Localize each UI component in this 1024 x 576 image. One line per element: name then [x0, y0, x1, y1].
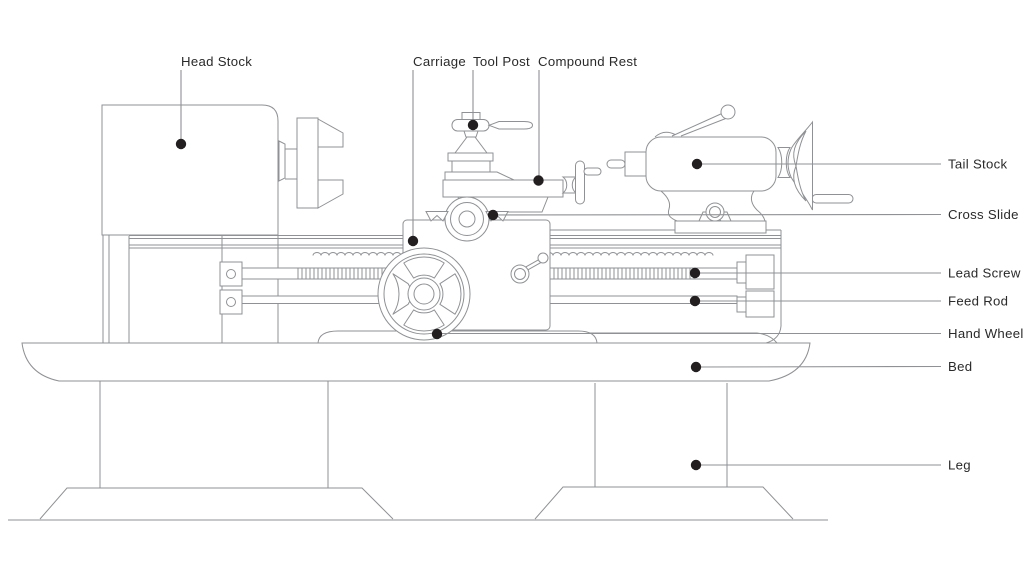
- label-tool-post: Tool Post: [473, 54, 530, 69]
- tail-stock: [606, 104, 854, 234]
- label-head-stock: Head Stock: [181, 54, 252, 69]
- chuck-plate: [296, 117, 319, 209]
- chuck-jaw-top: [317, 118, 344, 148]
- compound-rest: [442, 112, 602, 205]
- clutch-lever: [510, 252, 549, 284]
- tool-post-base: [444, 171, 515, 181]
- tailstock-handle: [811, 194, 854, 204]
- dot-compound-rest: [533, 175, 544, 186]
- dot-carriage: [407, 235, 419, 247]
- dot-head-stock: [175, 138, 187, 150]
- dot-leg: [690, 459, 702, 471]
- head-stock: [101, 104, 344, 236]
- dead-center: [606, 159, 626, 169]
- label-bed: Bed: [948, 359, 972, 374]
- base-right: [750, 190, 766, 222]
- cross-feed-crank: [561, 160, 602, 205]
- label-hand-wheel: Hand Wheel: [948, 326, 1024, 341]
- chuck-jaw-bottom: [317, 179, 344, 209]
- tailstock-hand-wheel: [777, 120, 854, 211]
- dot-lead-screw: [689, 267, 701, 279]
- dot-tail-stock: [691, 158, 703, 170]
- leader-cross-slide: [492, 213, 942, 216]
- lathe-drawing: [8, 104, 854, 521]
- tool-post-handle: [487, 121, 534, 130]
- dot-bed: [690, 361, 702, 373]
- label-lead-screw: Lead Screw: [948, 266, 1021, 281]
- label-cross-slide: Cross Slide: [948, 207, 1019, 222]
- dot-cross-slide: [487, 209, 499, 221]
- leader-bed: [695, 365, 942, 368]
- rod-brackets: [219, 261, 243, 315]
- dot-tool-post: [467, 119, 479, 131]
- bearing-blocks: [736, 254, 775, 318]
- dot-feed-rod: [689, 295, 701, 307]
- hand-wheel: [377, 247, 471, 341]
- legs: [8, 381, 828, 521]
- base-slab: [674, 220, 767, 234]
- callouts: Head Stock Carriage Tool Post Compound R…: [175, 54, 1024, 473]
- quill: [624, 151, 647, 177]
- spindle-boss: [278, 140, 286, 182]
- tailstock-lever-ball: [720, 104, 736, 120]
- label-feed-rod: Feed Rod: [948, 294, 1008, 309]
- apron-skirt: [317, 330, 598, 344]
- label-compound-rest: Compound Rest: [538, 54, 637, 69]
- compound-slab: [442, 179, 564, 198]
- cross-slide: [425, 196, 549, 242]
- foot-right: [534, 486, 794, 520]
- bed: [21, 342, 811, 382]
- clamp-left: [425, 211, 449, 222]
- tool-post: [451, 112, 534, 154]
- label-leg: Leg: [948, 458, 971, 473]
- foot-left: [39, 487, 394, 520]
- dot-hand-wheel: [431, 328, 443, 340]
- label-tail-stock: Tail Stock: [948, 157, 1008, 172]
- label-carriage: Carriage: [413, 54, 466, 69]
- base-left: [660, 190, 678, 222]
